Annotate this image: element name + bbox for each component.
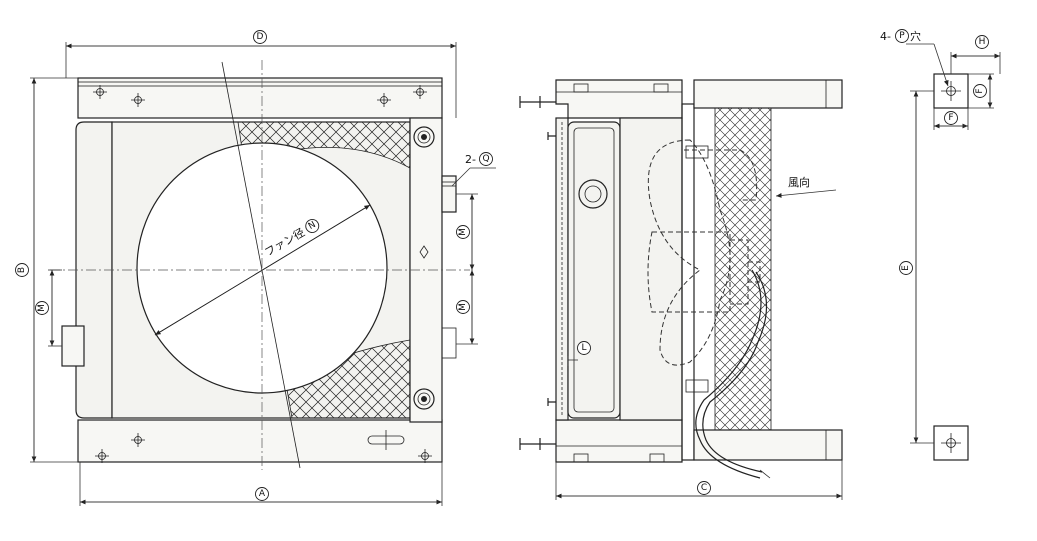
svg-text:Q: Q — [482, 154, 489, 164]
svg-text:N: N — [307, 220, 318, 232]
svg-text:A: A — [259, 489, 266, 499]
svg-text:D: D — [257, 32, 264, 42]
side-guard-mesh — [714, 103, 772, 431]
bottom-bracket — [77, 419, 443, 463]
power-cable — [695, 269, 762, 479]
callout-M-right-upper: M — [456, 225, 470, 239]
svg-text:F: F — [975, 88, 985, 93]
callout-2-Q: 2- Q — [465, 152, 493, 166]
svg-text:P: P — [899, 31, 905, 41]
svg-text:E: E — [901, 265, 911, 271]
side-view — [519, 79, 843, 479]
svg-text:風向: 風向 — [788, 175, 810, 189]
front-view — [50, 60, 470, 470]
top-bracket — [77, 77, 443, 119]
fan-blade — [647, 139, 731, 366]
svg-text:B: B — [17, 267, 27, 273]
callout-E: E — [899, 261, 913, 275]
callout-L: L — [577, 341, 591, 355]
svg-text:M: M — [37, 304, 47, 312]
hole-pattern-view — [906, 43, 1001, 461]
mounting-bolts — [93, 85, 432, 463]
callout-4-P-hole: 4- P 穴 — [880, 29, 921, 43]
radiator-tank — [567, 121, 621, 419]
callout-F-horizontal: F — [944, 111, 958, 125]
wind-direction-label: 風向 — [788, 175, 810, 189]
callout-B: B — [15, 263, 29, 277]
callout-H: H — [975, 35, 989, 49]
svg-text:M: M — [458, 303, 468, 311]
callout-F-vertical: F — [973, 84, 987, 98]
svg-text:4-: 4- — [880, 30, 891, 43]
corner-boss-bottom — [413, 388, 435, 410]
callout-D: D — [253, 30, 267, 44]
svg-text:2-: 2- — [465, 153, 476, 166]
corner-boss-top — [413, 126, 435, 148]
callout-M-left: M — [35, 301, 49, 315]
callout-M-right-lower: M — [456, 300, 470, 314]
side-view-dimensions — [555, 189, 843, 500]
callout-C: C — [697, 481, 711, 495]
fan-motor — [647, 231, 761, 313]
svg-text:C: C — [701, 483, 707, 493]
front-view-dimensions — [30, 42, 496, 506]
svg-text:H: H — [979, 37, 986, 47]
svg-text:穴: 穴 — [910, 29, 921, 43]
mount-arm-top — [693, 79, 843, 109]
svg-text:F: F — [948, 113, 953, 123]
svg-text:L: L — [581, 343, 586, 353]
mount-arm-bottom — [693, 429, 843, 461]
callout-A: A — [255, 487, 269, 501]
svg-text:M: M — [458, 228, 468, 236]
